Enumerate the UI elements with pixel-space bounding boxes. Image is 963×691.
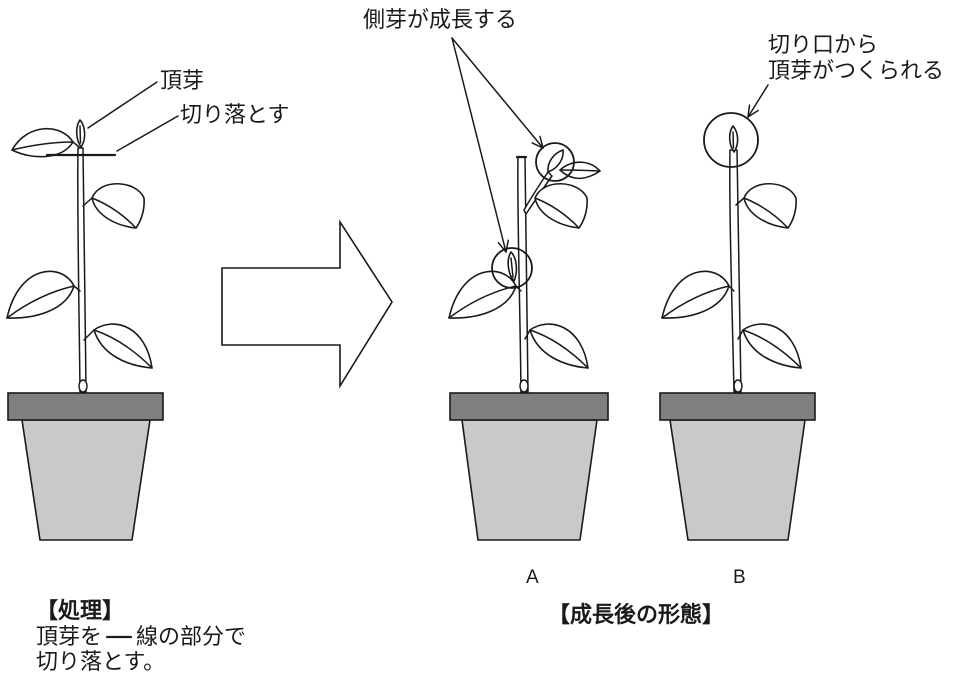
plant-a: 側芽が成長する A bbox=[363, 8, 609, 588]
apical-bud-label: 頂芽 bbox=[160, 69, 204, 94]
petiole-right-lower-b bbox=[737, 329, 744, 340]
treatment-line2: 切り落とす。 bbox=[36, 650, 165, 675]
leaf-left-lower-group bbox=[6, 270, 75, 319]
leaf-right-lower-b-group bbox=[742, 323, 802, 369]
pointer-line-b bbox=[747, 84, 769, 118]
stem-base-node-left bbox=[78, 379, 88, 393]
cut-off-label: 切り落とす bbox=[180, 103, 289, 128]
leaf-right-lower-a-group bbox=[529, 323, 589, 369]
apical-bud-leader-line bbox=[87, 81, 158, 129]
leaf-right-lower bbox=[93, 323, 153, 369]
petiole-left-lower bbox=[73, 285, 81, 292]
stem-base-node-a bbox=[519, 379, 529, 393]
process-arrow bbox=[221, 219, 393, 389]
treatment-heading: 【処理】 bbox=[36, 598, 124, 624]
stem-b bbox=[729, 149, 742, 393]
leaf-midrib-left-lower bbox=[6, 285, 75, 319]
leaf-midrib-right-upper-b bbox=[743, 197, 789, 229]
petiole-right-upper-b bbox=[735, 197, 745, 206]
petiole-right-upper bbox=[82, 197, 93, 207]
leaf-midrib-right-lower bbox=[93, 329, 153, 369]
leaf-right-upper-a bbox=[534, 183, 588, 229]
treated-plant: 頂芽 切り落とす bbox=[6, 69, 289, 541]
apical-bud-vein-left bbox=[79, 125, 82, 144]
from-cut-label-line2: 頂芽がつくられる bbox=[768, 59, 944, 84]
pot-body-a bbox=[461, 419, 598, 541]
leaf-right-upper-b bbox=[743, 183, 797, 229]
leaf-right-lower-b bbox=[742, 323, 802, 369]
pot-body-left bbox=[21, 419, 151, 541]
leaf-right-lower-a bbox=[529, 323, 589, 369]
from-cut-label-line1: 切り口から bbox=[768, 33, 878, 58]
new-apical-bud-vein-b bbox=[732, 131, 735, 149]
pointer-line-lower-a bbox=[451, 37, 507, 253]
plant-a-label: A bbox=[526, 567, 539, 588]
leaf-right-lower-group bbox=[93, 323, 153, 369]
leaf-right-upper-a-group bbox=[534, 183, 588, 229]
pointer-line-upper-a bbox=[451, 37, 544, 149]
pot-rim-b bbox=[659, 392, 816, 421]
leaf-midrib-right-upper-a bbox=[534, 197, 580, 229]
leaf-left-lower-b-group bbox=[661, 270, 730, 319]
lateral-bud-upper-a bbox=[547, 149, 564, 173]
stem-a bbox=[517, 156, 529, 393]
lateral-buds-grow-label: 側芽が成長する bbox=[363, 8, 517, 33]
petiole-right-lower bbox=[83, 329, 95, 341]
leaf-right-upper bbox=[91, 183, 145, 229]
pointer-head-b bbox=[747, 104, 759, 118]
pointer-head-upper-a bbox=[531, 135, 544, 149]
leaf-midrib-top-left bbox=[11, 141, 74, 151]
stem-base-node-b bbox=[733, 379, 743, 393]
leaf-midrib-right-lower-a bbox=[529, 329, 589, 369]
cut-off-leader-line bbox=[116, 115, 179, 152]
plant-b: 切り口から 頂芽がつくられる B bbox=[659, 33, 944, 588]
petiole-top-left bbox=[72, 141, 80, 148]
leaf-midrib-right-lower-b bbox=[742, 329, 802, 369]
leaf-midrib-right-upper bbox=[91, 197, 137, 229]
treatment-line1-after: 線の部分で bbox=[136, 625, 246, 650]
treatment-line1-before: 頂芽を bbox=[36, 625, 102, 650]
leaf-right-upper-group bbox=[91, 183, 145, 229]
pointer-head-lower-a bbox=[497, 239, 510, 253]
petiole-right-lower-a bbox=[524, 329, 531, 340]
pot-rim-left bbox=[7, 392, 164, 421]
stem-left bbox=[76, 147, 87, 393]
plant-b-label: B bbox=[733, 567, 746, 588]
leaf-left-lower-a-group bbox=[448, 270, 517, 319]
pot-body-b bbox=[669, 419, 806, 541]
highlight-circle-lower-a bbox=[491, 247, 533, 289]
petiole-left-lower-b bbox=[728, 285, 735, 292]
result-heading: 【成長後の形態】 bbox=[548, 602, 724, 628]
leaf-right-upper-b-group bbox=[743, 183, 797, 229]
lateral-bud-lower-vein-a bbox=[510, 257, 514, 278]
pot-rim-a bbox=[449, 392, 609, 421]
leaf-midrib-left-lower-b bbox=[661, 285, 730, 319]
highlight-circle-b bbox=[703, 112, 759, 168]
treatment-caption: 【処理】 頂芽を 線の部分で 切り落とす。 bbox=[36, 598, 246, 675]
leaf-midrib-top-right-a bbox=[559, 169, 601, 172]
highlight-circle-upper-a bbox=[535, 142, 575, 182]
